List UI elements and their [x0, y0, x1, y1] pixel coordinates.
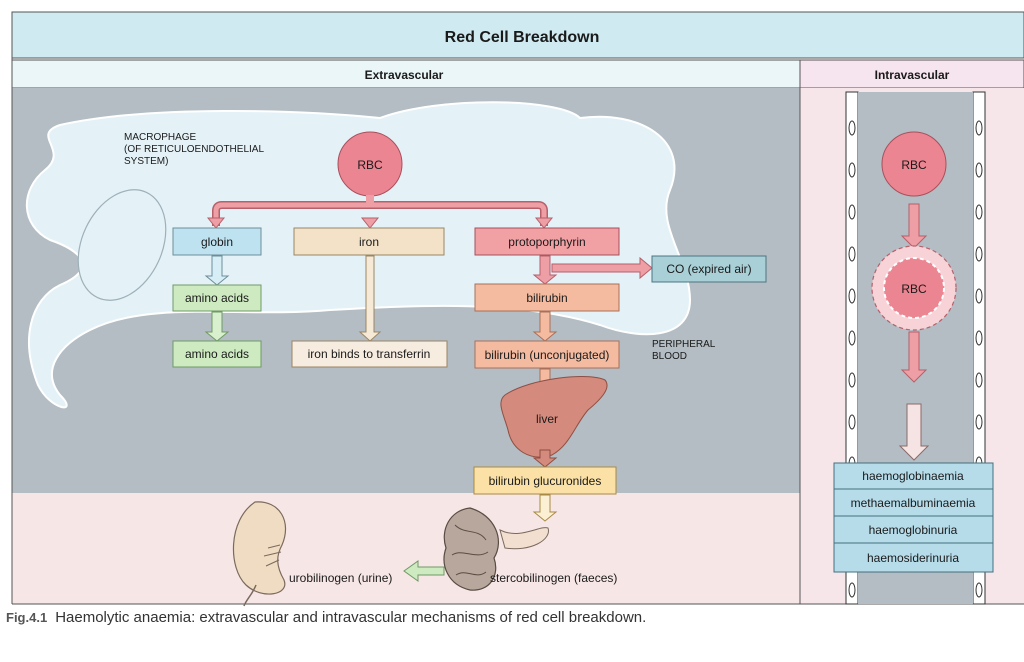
subheader-band-intravascular — [799, 59, 1024, 89]
vessel-wall-cell — [848, 288, 856, 304]
protoporphyrin-label: protoporphyrin — [508, 235, 585, 249]
diagram-title: Red Cell Breakdown — [445, 29, 600, 46]
iron-binds-box — [291, 340, 448, 368]
vessel-wall-cell — [975, 330, 983, 346]
intravascular-outcomes-list: haemoglobinaemia methaemalbuminaemia hae… — [833, 462, 994, 573]
macrophage-label: MACROPHAGE (OF RETICULOENDOTHELIAL SYSTE… — [124, 132, 266, 167]
section-label-intravascular: Intravascular — [875, 68, 950, 82]
urobilinogen-label: urobilinogen (urine) — [289, 571, 392, 585]
vessel-wall-cell — [848, 120, 856, 136]
bottom-area — [12, 493, 800, 604]
arrow-lysis-down — [900, 331, 928, 383]
arrow-bilirubin-to-unconjugated — [532, 311, 558, 342]
title-band — [11, 11, 1024, 59]
vessel-wall-cell — [975, 204, 983, 220]
arrow-to-protoporphyrin — [534, 217, 554, 229]
figure-caption: Fig.4.1 Haemolytic anaemia: extravascular… — [6, 608, 706, 628]
intestine-illustration — [443, 507, 549, 591]
globin-label: globin — [201, 235, 233, 249]
subheader-band-extravascular — [11, 59, 801, 89]
vessel-wall-cell — [848, 414, 856, 430]
bilirubin-box — [474, 283, 620, 312]
rbc-circle-intravascular — [881, 131, 947, 197]
iron-binds-label: iron binds to transferrin — [308, 347, 431, 361]
vessel-wall-cell — [975, 372, 983, 388]
arrow-to-urobilinogen — [403, 560, 445, 582]
rbc-label-intravascular-2: RBC — [901, 282, 927, 296]
outcome-box-3 — [833, 515, 994, 544]
arrow-amino-to-amino — [204, 311, 230, 342]
amino-acids-box-1 — [172, 284, 262, 312]
vessel-wall-cell — [848, 246, 856, 262]
section-label-extravascular: Extravascular — [365, 68, 444, 82]
bilirubin-unconjugated-box — [474, 340, 620, 369]
outcome-label-4: haemosiderinuria — [867, 551, 959, 565]
figure-number: Fig.4.1 — [6, 610, 48, 625]
arrow-rbc-to-lysing-rbc — [900, 203, 928, 249]
outcome-label-3: haemoglobinuria — [869, 523, 958, 537]
vessel-wall-cell — [848, 582, 856, 598]
arrow-to-intestine — [532, 494, 558, 522]
vessel-wall-cell — [975, 414, 983, 430]
kidney-illustration — [232, 501, 287, 607]
amino-acids-label-2: amino acids — [185, 347, 249, 361]
vessel-wall-cell — [848, 330, 856, 346]
stercobilinogen-label: stercobilinogen (faeces) — [490, 571, 617, 585]
iron-label: iron — [359, 235, 379, 249]
co-label: CO (expired air) — [666, 262, 751, 276]
co-box — [651, 255, 767, 283]
bilirubin-unconjugated-label: bilirubin (unconjugated) — [485, 348, 610, 362]
arrow-proto-to-bilirubin — [532, 255, 558, 285]
globin-box — [172, 227, 262, 256]
liver-shape — [500, 376, 608, 458]
arrow-to-globin — [206, 217, 226, 229]
amino-acids-box-2 — [172, 340, 262, 368]
arrow-to-outcomes — [898, 403, 930, 461]
vessel-wall-cell — [975, 120, 983, 136]
rbc-label-intravascular-1: RBC — [901, 158, 927, 172]
lysing-rbc-circle — [883, 257, 945, 319]
protoporphyrin-box — [474, 227, 620, 256]
vessel-wall-cell — [975, 246, 983, 262]
outcome-box-4 — [833, 542, 994, 573]
iron-box — [293, 227, 445, 256]
rbc-label-extravascular: RBC — [357, 158, 383, 172]
vessel-wall-cell — [975, 582, 983, 598]
bilirubin-glucuronides-label: bilirubin glucuronides — [489, 474, 602, 488]
macrophage-nucleus — [77, 189, 167, 301]
arrow-liver-to-glucuronides — [532, 449, 558, 468]
peripheral-blood-label: PERIPHERAL BLOOD — [652, 339, 718, 362]
arrow-globin-to-amino — [204, 255, 230, 286]
arrow-iron-to-transferrin — [358, 255, 382, 342]
vessel-wall-cell — [848, 204, 856, 220]
caption-text: Haemolytic anaemia: extravascular and in… — [55, 609, 647, 626]
outcome-box-1 — [833, 462, 994, 490]
outcome-label-2: methaemalbuminaemia — [851, 496, 976, 510]
vessel-wall-cell — [848, 372, 856, 388]
bilirubin-label: bilirubin — [526, 291, 567, 305]
liver-label: liver — [536, 412, 558, 426]
vessel-wall-cell — [975, 162, 983, 178]
outcome-label-1: haemoglobinaemia — [862, 469, 964, 483]
vessel-wall-cell — [848, 162, 856, 178]
amino-acids-label-1: amino acids — [185, 291, 249, 305]
arrow-to-iron — [360, 217, 380, 229]
arrow-to-co — [551, 256, 653, 280]
vessel-wall-cell — [975, 288, 983, 304]
bilirubin-glucuronides-box — [473, 466, 617, 495]
